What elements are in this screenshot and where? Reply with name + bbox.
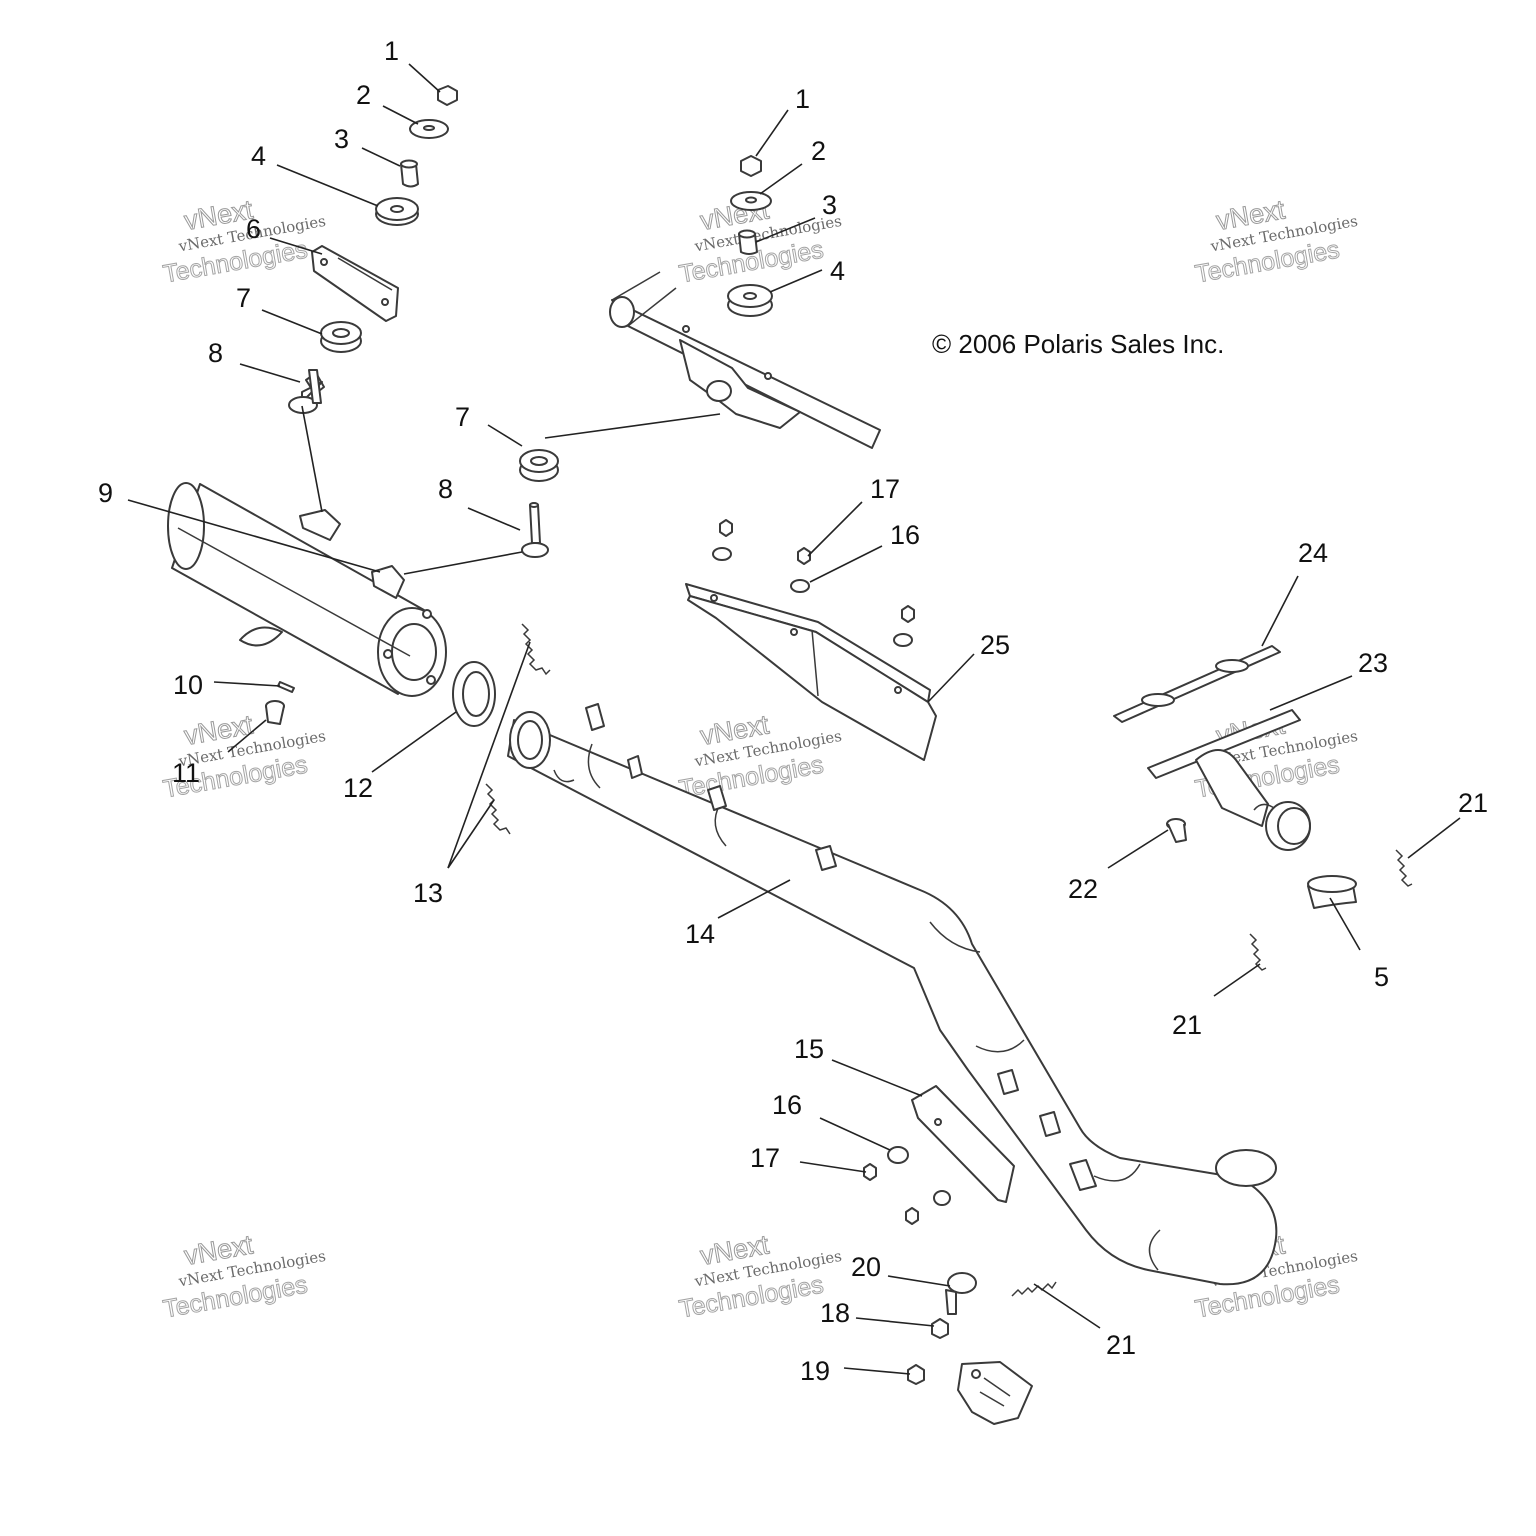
part-fasteners-16-17-top <box>712 519 915 647</box>
part-frame-rail <box>609 271 881 449</box>
part-pin-10 <box>277 681 295 693</box>
callout-25: 25 <box>980 630 1010 660</box>
part-bracket-plate <box>957 1361 1033 1425</box>
part-spring-21-right <box>1395 849 1413 887</box>
part-bolt-8-left <box>288 369 325 414</box>
part-nut-1-left <box>437 85 458 106</box>
callout-2: 2 <box>356 80 371 110</box>
callout-1: 1 <box>795 84 810 114</box>
callout-18: 18 <box>820 1298 850 1328</box>
callout-7: 7 <box>455 402 470 432</box>
part-spring-21-bottom <box>1011 1281 1057 1297</box>
part-bolt-22 <box>1166 818 1187 843</box>
callout-21: 21 <box>1458 788 1488 818</box>
part-washer-2-right <box>730 191 772 211</box>
callout-5: 5 <box>1374 962 1389 992</box>
part-washer-2-left <box>409 119 449 139</box>
watermark-bottom-left: vNext vNext Technologies Technologies <box>161 1229 328 1324</box>
callout-12: 12 <box>343 773 373 803</box>
callout-6: 6 <box>246 214 261 244</box>
part-spring-21-mid <box>1249 933 1267 971</box>
callout-15: 15 <box>794 1034 824 1064</box>
watermark-top-left: vNext vNext Technologies Technologies <box>161 194 328 289</box>
part-nut-18 <box>931 1318 949 1339</box>
part-screw-11 <box>265 700 285 725</box>
part-sleeve-3-right <box>738 229 758 255</box>
part-nut-1-right <box>740 155 762 177</box>
part-springs-13 <box>485 623 551 835</box>
callout-14: 14 <box>685 919 715 949</box>
callout-23: 23 <box>1358 648 1388 678</box>
leader-lines <box>127 63 1461 1375</box>
callout-16: 16 <box>772 1090 802 1120</box>
callout-8: 8 <box>208 338 223 368</box>
callout-24: 24 <box>1298 538 1328 568</box>
part-exhaust-flange-23 <box>1147 709 1311 851</box>
callout-4: 4 <box>251 141 266 171</box>
part-grommet-4-right <box>727 284 773 317</box>
callout-16: 16 <box>890 520 920 550</box>
callout-21: 21 <box>1106 1330 1136 1360</box>
callout-3: 3 <box>822 190 837 220</box>
part-bolt-8-right <box>521 502 549 558</box>
callout-21: 21 <box>1172 1010 1202 1040</box>
callout-9: 9 <box>98 478 113 508</box>
part-sleeve-3-left <box>400 159 419 188</box>
callout-3: 3 <box>334 124 349 154</box>
part-muffler-9 <box>167 482 447 697</box>
watermark-bottom-center: vNext vNext Technologies Technologies <box>677 1229 844 1324</box>
part-nut-19 <box>907 1364 925 1385</box>
callout-20: 20 <box>851 1252 881 1282</box>
part-seal-5 <box>1307 875 1357 909</box>
callout-4: 4 <box>830 256 845 286</box>
callout-19: 19 <box>800 1356 830 1386</box>
callout-13: 13 <box>413 878 443 908</box>
callout-17: 17 <box>870 474 900 504</box>
callout-17: 17 <box>750 1143 780 1173</box>
watermark-top-right: vNext vNext Technologies Technologies <box>1193 194 1360 289</box>
callout-11: 11 <box>172 758 200 788</box>
part-seal-12 <box>452 661 496 727</box>
watermark-mid-center: vNext vNext Technologies Technologies <box>677 709 844 804</box>
callout-22: 22 <box>1068 874 1098 904</box>
part-grommet-7-right <box>519 449 559 482</box>
callout-8: 8 <box>438 474 453 504</box>
callout-numbers: 1 2 3 4 6 7 8 9 10 11 12 13 1 2 3 4 7 8 … <box>98 36 1488 1386</box>
part-gasket-24 <box>1113 645 1281 723</box>
part-bolt-20 <box>945 1272 977 1315</box>
callout-2: 2 <box>811 136 826 166</box>
callout-7: 7 <box>236 283 251 313</box>
callout-10: 10 <box>173 670 203 700</box>
part-bracket-6 <box>311 245 399 322</box>
callout-1: 1 <box>384 36 399 66</box>
copyright-text: © 2006 Polaris Sales Inc. <box>932 329 1224 359</box>
part-header-pipe-14 <box>507 703 1278 1286</box>
part-grommet-7-left <box>320 321 362 353</box>
part-heat-shield-15 <box>911 1085 1015 1203</box>
part-fasteners-16-17-bottom <box>863 1146 951 1225</box>
part-grommet-4-left <box>375 197 419 226</box>
